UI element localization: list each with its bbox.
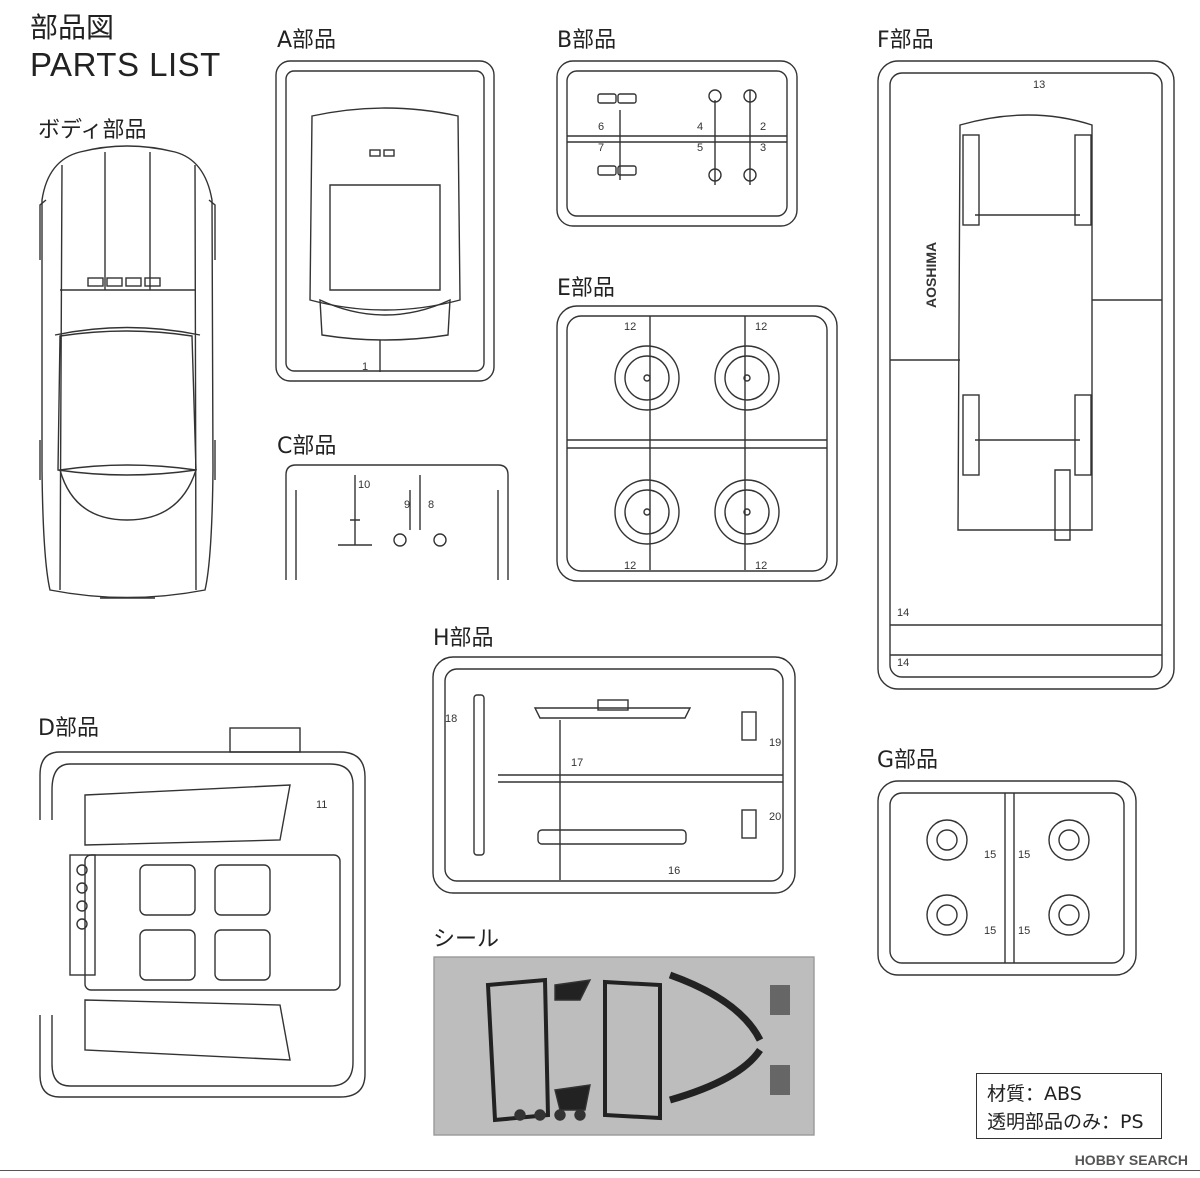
watermark: HOBBY SEARCH [1074, 1152, 1188, 1168]
e-num-12-d: 12 [755, 560, 767, 572]
f-num-14-a: 14 [897, 607, 909, 619]
page-title-en: PARTS LIST [30, 46, 221, 83]
b-num-2: 2 [760, 121, 766, 133]
section-label-a: A部品 [277, 28, 337, 53]
page-title-jp: 部品図 [30, 11, 115, 44]
runner-f [877, 60, 1175, 690]
g-num-15-a: 15 [984, 849, 996, 861]
h-num-17: 17 [571, 757, 583, 769]
section-label-b: B部品 [557, 28, 617, 53]
material-note: 材質：ABS 透明部品のみ：PS [976, 1073, 1162, 1139]
e-num-12-a: 12 [624, 321, 636, 333]
runner-a [275, 60, 495, 382]
runner-b [556, 60, 798, 227]
c-num-8: 8 [428, 499, 434, 511]
runner-e [556, 305, 838, 582]
section-label-d: D部品 [38, 716, 99, 741]
g-num-15-c: 15 [984, 925, 996, 937]
c-num-9: 9 [404, 499, 410, 511]
runner-h [432, 656, 796, 894]
section-label-body: ボディ部品 [38, 118, 147, 143]
e-num-12-c: 12 [624, 560, 636, 572]
bottom-rule [0, 1170, 1200, 1171]
c-num-10: 10 [358, 479, 370, 491]
body-part [39, 145, 216, 599]
b-num-5: 5 [697, 142, 703, 154]
g-num-15-d: 15 [1018, 925, 1030, 937]
runner-d [39, 727, 366, 1098]
decal-sheet [433, 956, 815, 1136]
section-label-f: F部品 [877, 28, 934, 53]
f-num-14-b: 14 [897, 657, 909, 669]
e-num-12-b: 12 [755, 321, 767, 333]
section-label-c: C部品 [277, 434, 337, 459]
section-label-h: H部品 [433, 626, 494, 651]
b-num-6: 6 [598, 121, 604, 133]
material-line-2: 透明部品のみ：PS [987, 1111, 1144, 1133]
section-label-decal: シール [433, 927, 500, 952]
b-num-3: 3 [760, 142, 766, 154]
h-num-19: 19 [769, 737, 781, 749]
section-label-g: G部品 [877, 748, 939, 773]
b-num-4: 4 [697, 121, 703, 133]
h-num-16: 16 [668, 865, 680, 877]
runner-g [877, 780, 1137, 976]
chassis-logo: AOSHIMA [923, 242, 939, 308]
f-num-13: 13 [1033, 79, 1045, 91]
d-num-11: 11 [316, 799, 327, 811]
material-line-1: 材質：ABS [987, 1083, 1082, 1105]
h-num-20: 20 [769, 811, 781, 823]
a-num-1: 1 [362, 361, 368, 373]
runner-c [285, 464, 509, 580]
g-num-15-b: 15 [1018, 849, 1030, 861]
section-label-e: E部品 [557, 276, 615, 301]
b-num-7: 7 [598, 142, 604, 154]
h-num-18: 18 [445, 713, 457, 725]
